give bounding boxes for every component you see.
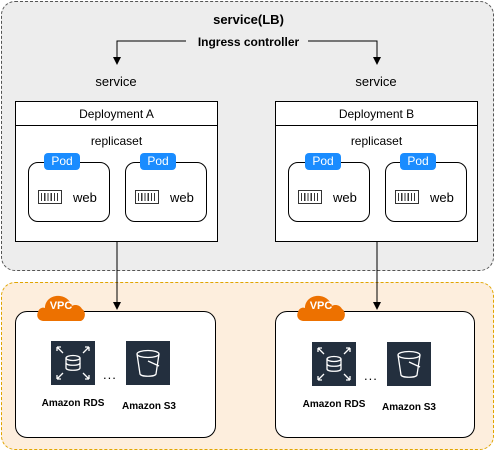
amazon-rds-icon [312,342,356,386]
vpc-label: VPC [309,300,333,312]
ellipsis: ... [103,367,117,382]
pod-badge: Pod [400,153,436,170]
vpc-cloud-icon [297,295,345,321]
amazon-s3-icon [126,341,170,385]
ingress-controller-label: Ingress controller [197,35,300,49]
replicaset-label-b: replicaset [350,134,403,148]
vpc-label: VPC [49,300,73,312]
pod-badge: Pod [140,153,176,170]
container-icon [298,190,322,204]
pod-badge: Pod [44,153,80,170]
replicaset-label-a: replicaset [90,134,143,148]
amazon-rds-label: Amazon RDS [302,399,366,410]
pod-app-label: web [333,190,357,205]
amazon-s3-icon [387,342,431,386]
pod-app-label: web [430,190,454,205]
pod-app-label: web [170,190,194,205]
amazon-s3-label: Amazon S3 [382,402,436,413]
pod-a1: web [28,162,110,222]
service-label-b: service [355,74,397,89]
vpc-box-b [275,311,475,438]
amazon-s3-label: Amazon S3 [122,401,176,412]
deployment-a-title: Deployment A [16,102,217,126]
load-balancer-title: service(LB) [213,12,284,27]
pod-b2: web [385,162,467,222]
container-icon [38,190,62,204]
pod-badge: Pod [305,153,341,170]
pod-a2: web [125,162,207,222]
vpc-cloud-icon [37,295,85,321]
service-label-a: service [95,74,137,89]
container-icon [135,190,159,204]
vpc-box-a [15,311,216,438]
amazon-rds-icon [51,341,95,385]
amazon-rds-label: Amazon RDS [41,398,105,409]
deployment-b-title: Deployment B [276,102,477,126]
container-icon [395,190,419,204]
ellipsis: ... [364,368,378,383]
pod-b1: web [288,162,370,222]
pod-app-label: web [73,190,97,205]
